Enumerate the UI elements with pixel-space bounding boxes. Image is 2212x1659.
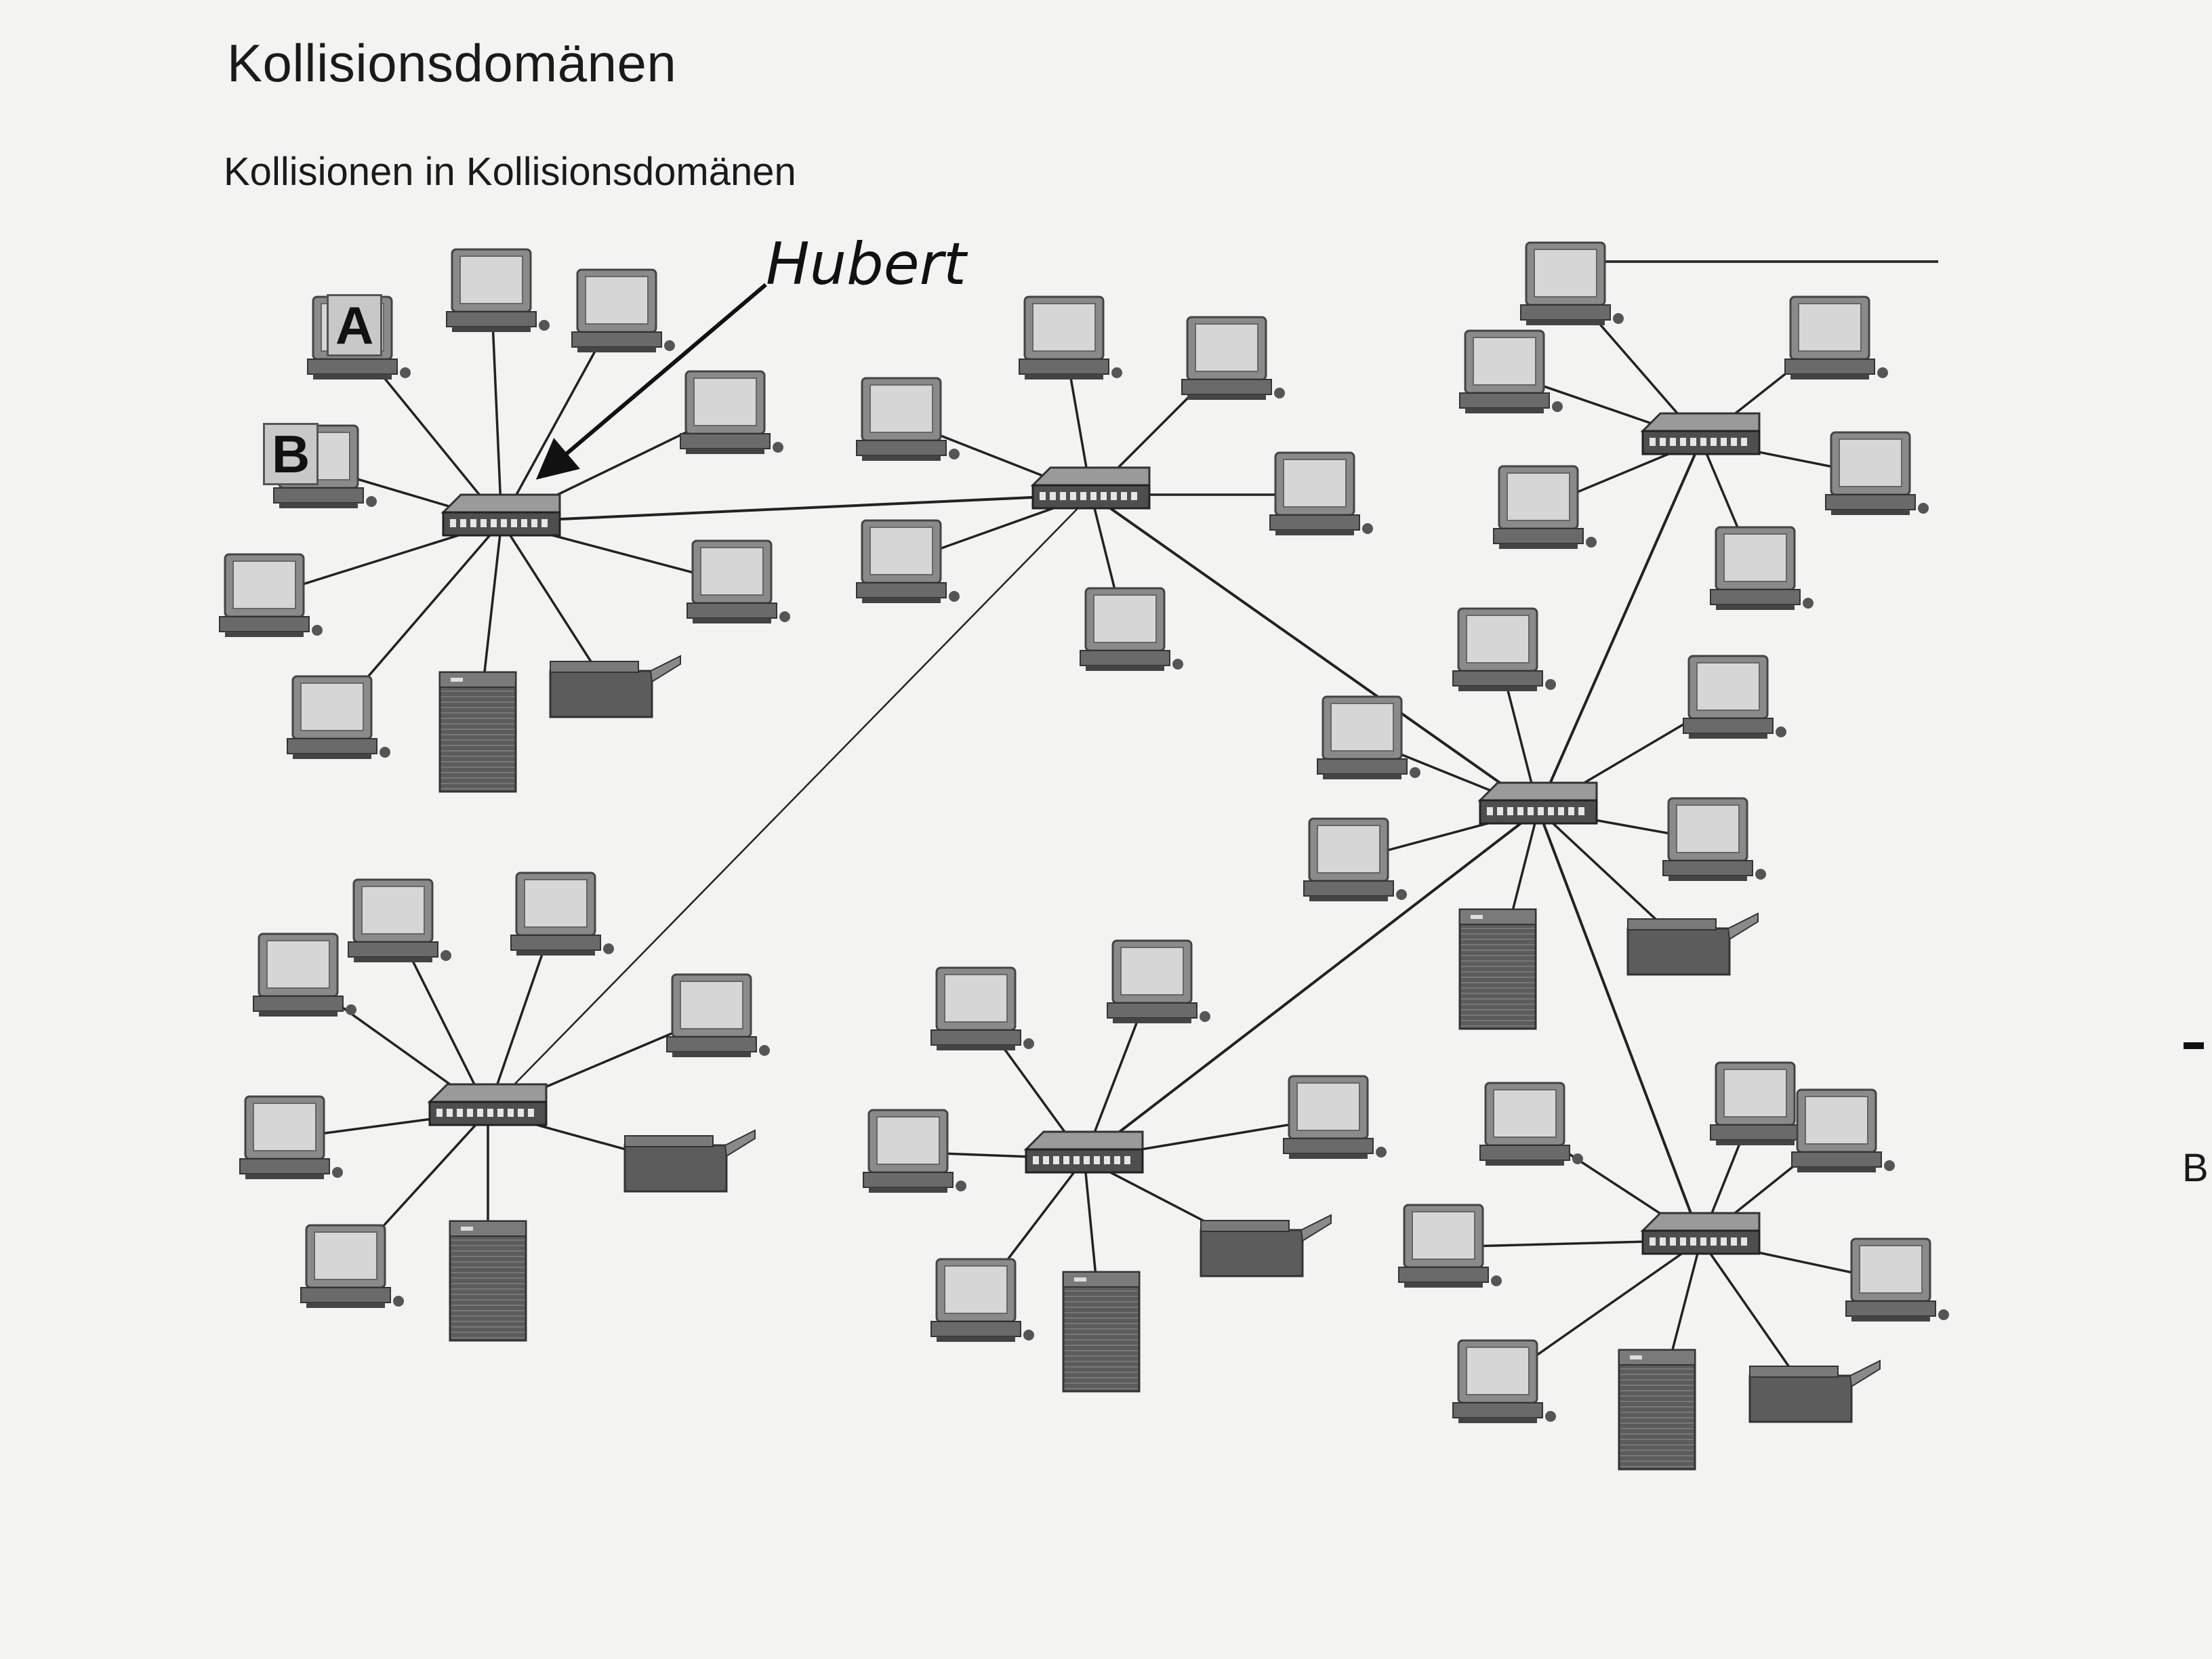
- devices-layer: [219, 241, 1949, 1471]
- computer-icon: [1791, 1088, 1895, 1172]
- computer-icon: [1784, 295, 1888, 380]
- computer-icon: [1683, 655, 1786, 739]
- hub-link: [1537, 809, 1702, 1241]
- hub-link: [1537, 440, 1702, 811]
- server-icon: [1458, 908, 1537, 1030]
- hub-icon: [1477, 781, 1598, 825]
- computer-icon: [1845, 1237, 1949, 1322]
- computer-icon: [1825, 431, 1929, 515]
- computer-icon: [930, 966, 1034, 1050]
- computer-icon: [687, 539, 790, 623]
- hub-link: [1083, 808, 1540, 1160]
- computer-icon: [856, 377, 960, 461]
- computer-icon: [1181, 316, 1285, 400]
- computer-icon: [510, 872, 614, 956]
- server-icon: [449, 1220, 527, 1342]
- annotation-arrow: [535, 283, 767, 480]
- printer-icon: [1200, 1214, 1332, 1277]
- computer-icon: [1662, 797, 1766, 881]
- computer-icon: [287, 675, 390, 759]
- computer-icon: [863, 1109, 966, 1193]
- computer-icon: [1452, 607, 1556, 691]
- computer-icon: [239, 1095, 343, 1179]
- computer-icon: [348, 878, 451, 962]
- printer-icon: [623, 1129, 756, 1193]
- computer-icon: [446, 248, 550, 332]
- page-subtitle: Kollisionen in Kollisionsdomänen: [224, 150, 796, 194]
- computer-icon: [1283, 1075, 1387, 1159]
- computer-icon: [1107, 939, 1210, 1023]
- computer-icon: [1019, 295, 1122, 380]
- label-a: A: [327, 294, 383, 356]
- computer-icon: [1479, 1082, 1583, 1166]
- printer-icon: [549, 655, 681, 718]
- hub-icon: [1023, 1130, 1144, 1174]
- computer-icon: [856, 519, 960, 603]
- server-icon: [1062, 1271, 1141, 1393]
- computer-icon: [1398, 1204, 1502, 1288]
- page-title: Kollisionsdomänen: [227, 33, 677, 93]
- computer-icon: [253, 933, 356, 1017]
- hub-link: [1090, 493, 1540, 811]
- hub-link: [501, 493, 1092, 523]
- hub-link: [487, 494, 1092, 1112]
- computer-icon: [680, 370, 783, 454]
- hub-icon: [1030, 466, 1151, 510]
- hub-icon: [441, 493, 561, 537]
- top-rule-divider: [1532, 260, 1938, 263]
- computer-icon: [1710, 526, 1814, 610]
- hubs-layer: [427, 412, 1761, 1255]
- computer-icon: [1080, 587, 1183, 671]
- handwritten-annotation: Hubert: [766, 230, 966, 298]
- computer-icon: [1303, 817, 1407, 901]
- printer-icon: [1748, 1359, 1881, 1423]
- computer-icon: [1317, 695, 1420, 779]
- edge-letter: B: [2182, 1146, 2209, 1190]
- computer-icon: [1269, 451, 1373, 535]
- computer-icon: [1520, 241, 1624, 325]
- edge-dash-mark: [2184, 1042, 2204, 1049]
- label-b: B: [263, 423, 319, 485]
- computer-icon: [1452, 1339, 1556, 1423]
- computer-icon: [571, 268, 675, 352]
- computer-icon: [300, 1224, 404, 1308]
- computer-icon: [666, 973, 770, 1057]
- computer-icon: [930, 1258, 1034, 1342]
- computer-icon: [1459, 329, 1563, 413]
- hub-icon: [427, 1083, 548, 1126]
- hub-icon: [1640, 412, 1761, 455]
- server-icon: [438, 671, 517, 793]
- computer-icon: [219, 553, 323, 637]
- printer-icon: [1626, 912, 1759, 976]
- server-icon: [1618, 1349, 1696, 1471]
- hub-icon: [1640, 1212, 1761, 1255]
- computer-icon: [1710, 1061, 1814, 1145]
- computer-icon: [1493, 465, 1597, 549]
